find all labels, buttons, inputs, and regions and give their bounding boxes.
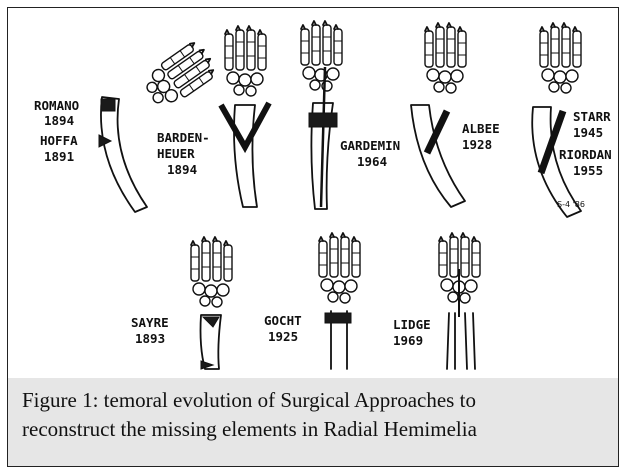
label-lidge: LIDGE 1969 (393, 317, 438, 348)
drawing-albee (411, 23, 466, 207)
drawing-lidge (439, 233, 480, 369)
caption-box: Figure 1: temoral evolution of Surgical … (7, 378, 619, 467)
label-romano: ROMANO 1894 (34, 98, 87, 128)
label-sayre: SAYRE 1893 (131, 315, 176, 346)
label-albee: ALBEE 1928 (462, 121, 507, 152)
label-riordan: RIORDAN 1955 (559, 147, 619, 178)
drawing-bardenheuer (221, 26, 269, 207)
illustration-panel: S-4 '86 ROMANO 1894 HOFFA 1891 BARDEN- H… (7, 7, 619, 377)
label-starr: STARR 1945 (573, 109, 618, 140)
drawing-gocht (319, 233, 360, 369)
caption-line-1: Figure 1: temoral evolution of Surgical … (22, 388, 476, 412)
label-hoffa: HOFFA 1891 (40, 133, 85, 164)
label-gardemin: GARDEMIN 1964 (340, 138, 408, 169)
drawing-romano-hoffa (99, 39, 220, 212)
drawing-gardemin (301, 21, 342, 209)
drawing-sayre (191, 237, 232, 369)
label-gocht: GOCHT 1925 (264, 313, 309, 344)
figure-caption: Figure 1: temoral evolution of Surgical … (22, 386, 604, 444)
caption-line-2: reconstruct the missing elements in Radi… (22, 417, 477, 441)
label-bardenheuer: BARDEN- HEUER 1894 (157, 130, 217, 177)
svg-text:S-4 '86: S-4 '86 (557, 200, 585, 209)
